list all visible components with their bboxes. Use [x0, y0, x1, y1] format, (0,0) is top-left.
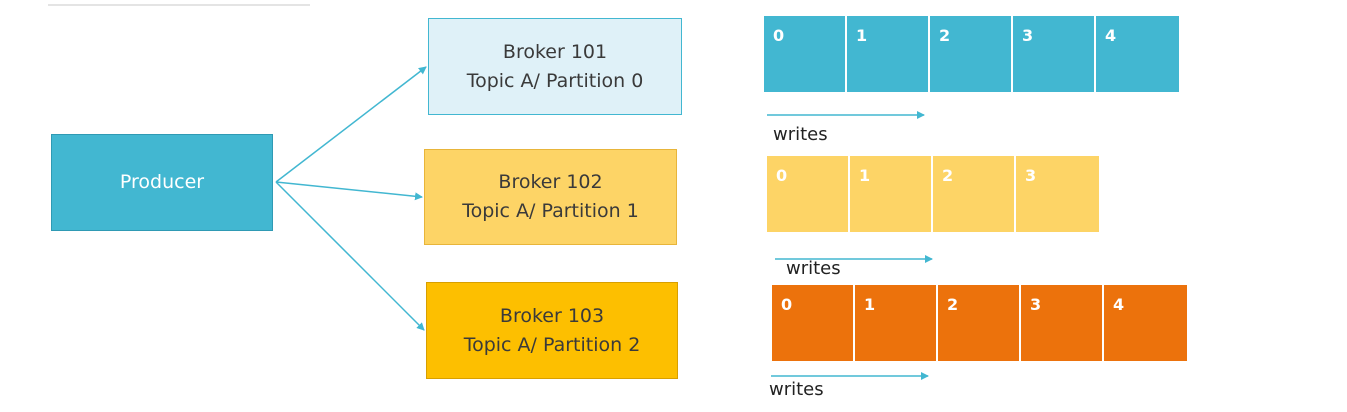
arrow-producer-to-broker-101 — [275, 66, 427, 183]
offset-cell: 1 — [850, 156, 933, 232]
producer-box: Producer — [51, 134, 273, 231]
offset-cell: 1 — [847, 16, 930, 92]
offset-cell: 3 — [1013, 16, 1096, 92]
broker-name: Broker 101 — [502, 40, 608, 63]
broker-topic: Topic A/ Partition 1 — [462, 200, 639, 222]
writes-label-0: writes — [773, 124, 828, 145]
broker-topic: Topic A/ Partition 0 — [466, 69, 644, 92]
arrow-producer-to-broker-102 — [275, 181, 423, 201]
partition-log-1: 0 1 2 3 — [767, 156, 1099, 232]
offset-cell: 2 — [938, 285, 1021, 361]
broker-box-102: Broker 102 Topic A/ Partition 1 — [424, 149, 677, 245]
offset-cell: 0 — [764, 16, 847, 92]
offset-cell: 0 — [767, 156, 850, 232]
offset-cell: 2 — [930, 16, 1013, 92]
partition-log-0: 0 1 2 3 4 — [764, 16, 1179, 92]
producer-label: Producer — [119, 171, 205, 193]
arrow-producer-to-broker-103 — [275, 181, 425, 331]
broker-box-103: Broker 103 Topic A/ Partition 2 — [426, 282, 678, 379]
offset-cell: 4 — [1096, 16, 1179, 92]
offset-cell: 3 — [1021, 285, 1104, 361]
writes-label-2: writes — [769, 379, 824, 400]
offset-cell: 2 — [933, 156, 1016, 232]
broker-topic: Topic A/ Partition 2 — [463, 333, 641, 356]
offset-cell: 4 — [1104, 285, 1187, 361]
broker-name: Broker 102 — [498, 171, 603, 193]
partition-log-2: 0 1 2 3 4 — [772, 285, 1187, 361]
header-divider — [48, 4, 310, 6]
broker-name: Broker 103 — [499, 304, 605, 327]
writes-label-1: writes — [786, 258, 841, 279]
offset-cell: 3 — [1016, 156, 1099, 232]
broker-box-101: Broker 101 Topic A/ Partition 0 — [428, 18, 682, 115]
offset-cell: 0 — [772, 285, 855, 361]
offset-cell: 1 — [855, 285, 938, 361]
